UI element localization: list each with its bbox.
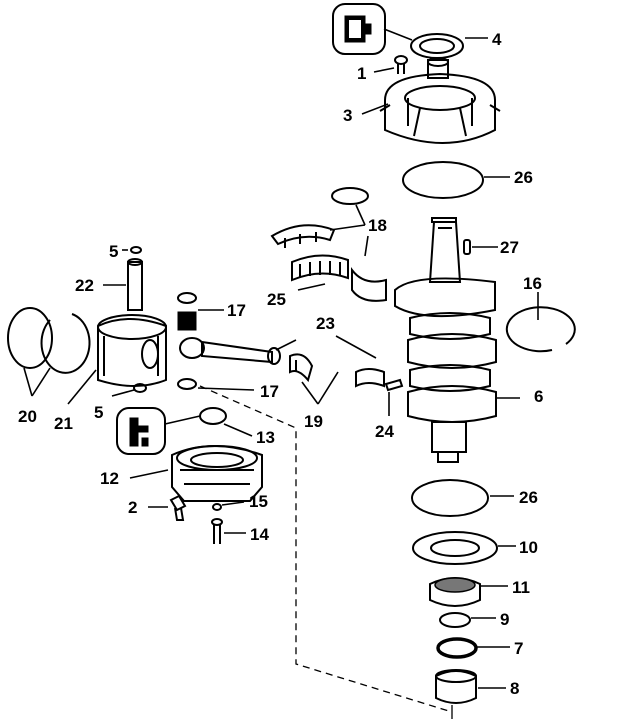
callout-24: 24 (375, 422, 394, 441)
callout-17-lower: 17 (260, 382, 279, 401)
callout-27: 27 (500, 238, 519, 257)
connecting-rod-part-23 (179, 335, 377, 365)
callout-5-upper: 5 (109, 242, 118, 261)
crankshaft-part-6 (394, 217, 520, 463)
retaining-ring-part-16 (505, 292, 576, 353)
callout-6: 6 (534, 387, 543, 406)
callout-19: 19 (304, 412, 323, 431)
wrist-pin-part-22 (103, 258, 143, 311)
assembly-centerline (199, 385, 453, 721)
callout-11: 11 (512, 578, 530, 597)
sleeve-part-8 (435, 669, 506, 704)
screw-part-14 (211, 518, 246, 544)
screw-part-2 (148, 494, 187, 521)
screw-part-1 (373, 55, 408, 74)
callout-5-lower: 5 (94, 403, 103, 422)
callout-3: 3 (343, 106, 352, 125)
washer-part-15 (212, 501, 245, 511)
callout-21: 21 (54, 414, 73, 433)
key-part-27 (463, 239, 498, 255)
callout-14: 14 (250, 525, 269, 544)
o-ring-part-26-upper (402, 161, 510, 199)
callout-26-upper: 26 (514, 168, 533, 187)
callout-1: 1 (357, 64, 366, 83)
callout-15: 15 (249, 492, 268, 511)
callout-4: 4 (492, 30, 502, 49)
needle-bearing-part-17-lower (177, 378, 255, 391)
screw-part-24 (384, 378, 404, 416)
bearing-halves-part-25 (291, 235, 387, 302)
callout-9: 9 (500, 610, 509, 629)
callout-7: 7 (514, 639, 523, 658)
seal-part-7 (436, 637, 510, 659)
callout-22: 22 (75, 276, 94, 295)
snap-ring-part-9 (439, 612, 496, 628)
sealant-symbol-lower-icon (116, 407, 201, 455)
rod-cap-part-19 (289, 353, 385, 405)
callout-18: 18 (368, 216, 387, 235)
piston-part-21 (67, 314, 167, 405)
callout-20: 20 (18, 407, 37, 426)
wrist-pin-retainer-part-5-lower (111, 383, 147, 397)
sealant-symbol-top-icon (332, 3, 413, 55)
callout-labels: 4 1 3 26 18 27 5 22 25 16 17 23 20 21 5 … (18, 30, 543, 698)
callout-17-upper: 17 (227, 301, 246, 320)
callout-10: 10 (519, 538, 538, 557)
seal-part-13 (199, 407, 253, 437)
callout-2: 2 (128, 498, 137, 517)
needle-bearing-part-17-upper (177, 292, 224, 331)
wrist-pin-retainer-part-5-upper (122, 246, 142, 254)
callout-12: 12 (100, 469, 119, 488)
bearing-retainer-part-18 (270, 187, 369, 248)
callout-16: 16 (523, 274, 542, 293)
thrust-washer-part-10 (412, 531, 516, 565)
callout-25: 25 (267, 290, 286, 309)
callout-26-lower: 26 (519, 488, 538, 507)
piston-rings-part-20 (7, 307, 91, 397)
upper-bearing-housing-part-3 (361, 57, 501, 144)
callout-8: 8 (510, 679, 519, 698)
lower-bearing-housing-part-12 (129, 445, 263, 502)
seal-ring-part-4 (410, 33, 488, 59)
o-ring-part-26-lower (411, 479, 514, 517)
ball-bearing-part-11 (429, 577, 508, 607)
callout-23: 23 (316, 314, 335, 333)
callout-13: 13 (256, 428, 275, 447)
